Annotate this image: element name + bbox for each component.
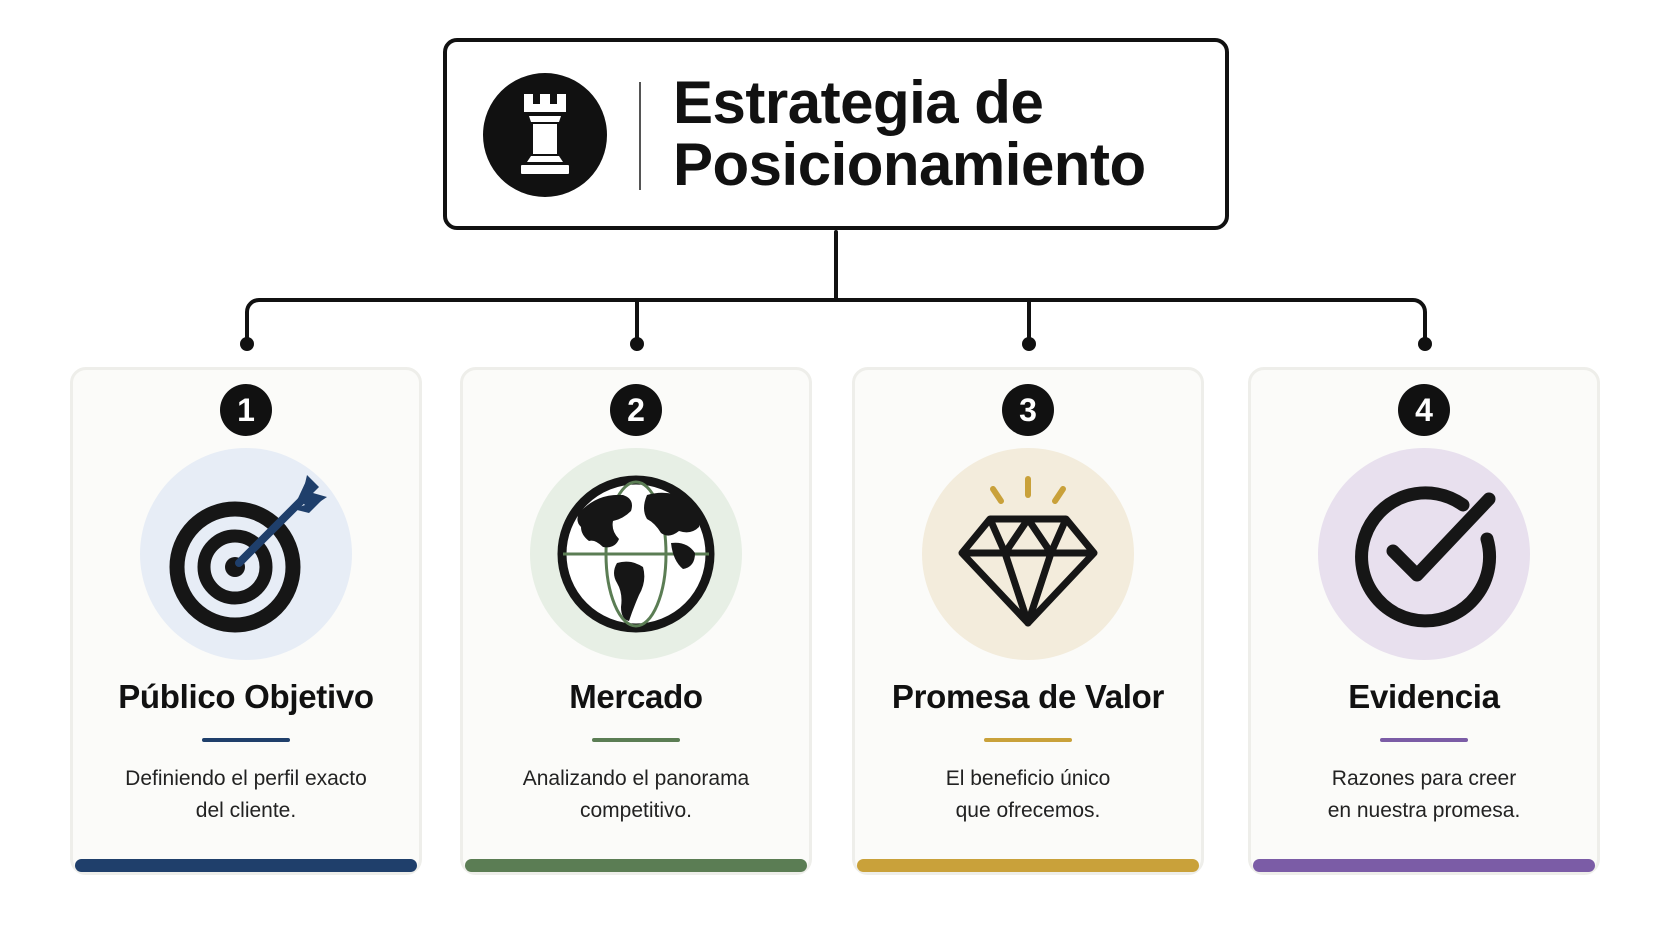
- card-description-line-1: Razones para creer: [1331, 767, 1517, 790]
- card-title: Promesa de Valor: [891, 678, 1165, 715]
- card-description-line-1: Analizando el panorama: [522, 767, 750, 790]
- globe-icon: [557, 475, 715, 633]
- step-number-badge: 1: [220, 384, 272, 436]
- card-title: Evidencia: [1348, 678, 1500, 715]
- card-accent-bar: [857, 859, 1199, 872]
- card-description-line-1: Definiendo el perfil exacto: [125, 767, 367, 790]
- card-description-line-2: en nuestra promesa.: [1327, 799, 1521, 822]
- card-mercado: 2 Mercado Analizando el panorama competi…: [460, 367, 812, 875]
- check-icon-circle: [1318, 448, 1530, 660]
- step-number-badge: 4: [1398, 384, 1450, 436]
- target-arrow-icon: [169, 475, 327, 633]
- diamond-icon: [958, 476, 1098, 627]
- globe-icon-circle: [530, 448, 742, 660]
- page-title-line-2: Posicionamiento: [673, 131, 1146, 198]
- card-description: Definiendo el perfil exacto del cliente.: [103, 763, 389, 827]
- card-description-line-1: El beneficio único: [945, 767, 1111, 790]
- card-description-line-2: competitivo.: [579, 799, 693, 822]
- connector-dot-2: [630, 337, 644, 351]
- card-evidencia: 4 Evidencia Razones para creer en nuestr…: [1248, 367, 1600, 875]
- page-title: Estrategia de Posicionamiento: [673, 72, 1146, 196]
- connector-dot-4: [1418, 337, 1432, 351]
- connector-dot-3: [1022, 337, 1036, 351]
- page-title-line-1: Estrategia de: [673, 69, 1044, 136]
- card-description: El beneficio único que ofrecemos.: [885, 763, 1171, 827]
- target-icon-circle: [140, 448, 352, 660]
- card-description-line-2: que ofrecemos.: [955, 799, 1101, 822]
- diamond-icon-circle: [922, 448, 1134, 660]
- card-underline: [592, 738, 680, 742]
- card-accent-bar: [1253, 859, 1595, 872]
- card-underline: [1380, 738, 1468, 742]
- card-description: Razones para creer en nuestra promesa.: [1281, 763, 1567, 827]
- connector-dot-1: [240, 337, 254, 351]
- connector-branch: [245, 298, 1427, 342]
- card-accent-bar: [465, 859, 807, 872]
- check-circle-icon: [1355, 486, 1497, 628]
- title-box: Estrategia de Posicionamiento: [443, 38, 1229, 230]
- chess-rook-icon: [483, 73, 607, 197]
- card-description-line-2: del cliente.: [195, 799, 297, 822]
- card-underline: [984, 738, 1072, 742]
- card-title: Público Objetivo: [118, 678, 374, 715]
- card-title: Mercado: [569, 678, 703, 715]
- card-promesa-de-valor: 3 Promesa de Valor El beneficio único qu…: [852, 367, 1204, 875]
- step-number-badge: 3: [1002, 384, 1054, 436]
- card-accent-bar: [75, 859, 417, 872]
- card-publico-objetivo: 1 Público Objetivo Definiendo el perfil …: [70, 367, 422, 875]
- card-underline: [202, 738, 290, 742]
- step-number-badge: 2: [610, 384, 662, 436]
- title-divider: [639, 82, 641, 190]
- card-description: Analizando el panorama competitivo.: [493, 763, 779, 827]
